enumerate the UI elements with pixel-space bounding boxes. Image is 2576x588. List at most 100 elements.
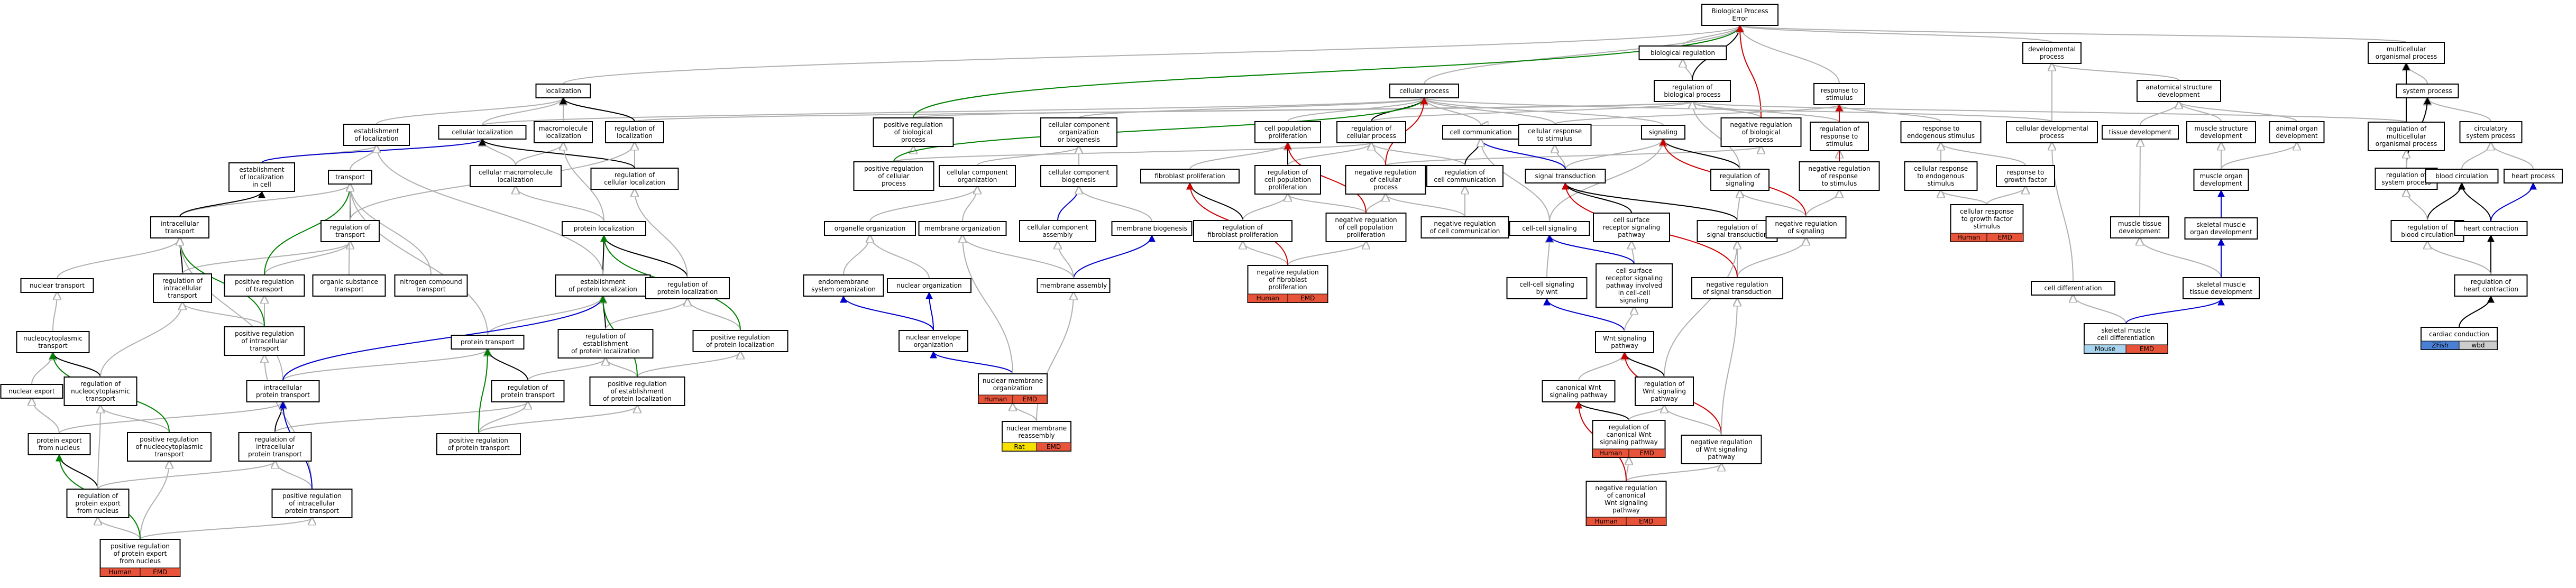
go-term-node-membraneorg[interactable]: membrane organization [918, 221, 1007, 236]
go-term-node-cellloc[interactable]: cellular localization [438, 125, 527, 140]
go-term-node-biolreg[interactable]: biological regulation [1638, 45, 1727, 60]
go-term-node-nuclearorg[interactable]: nuclear organization [887, 278, 971, 293]
go-term-node-heartcontr[interactable]: heart contraction [2454, 221, 2528, 236]
go-term-node-nucleartransport[interactable]: nuclear transport [20, 278, 94, 293]
go-term-node-signaling[interactable]: signaling [1641, 125, 1685, 140]
go-term-node-sigtrans[interactable]: signal transduction [1525, 169, 1606, 183]
go-term-node-cellproc[interactable]: cellular process [1389, 84, 1459, 98]
go-term-node-membraneassembly[interactable]: membrane assembly [1037, 278, 1111, 293]
go-term-node-localization[interactable]: localization [535, 84, 591, 98]
go-term-node-membranebio[interactable]: membrane biogenesis [1111, 221, 1193, 236]
go-term-node-cellcomm[interactable]: cell communication [1442, 125, 1519, 140]
go-term-node-tissuedev[interactable]: tissue development [2102, 125, 2179, 140]
go-term-node-protloc[interactable]: protein localization [562, 221, 646, 236]
go-term-node-bloodcirc[interactable]: blood circulation [2425, 169, 2499, 183]
go-term-node-nuclearexport[interactable]: nuclear export [0, 384, 63, 399]
go-term-node-organellorg[interactable]: organelle organization [824, 221, 916, 236]
go-term-node-heartproc[interactable]: heart process [2504, 169, 2563, 183]
go-term-node-celldiff[interactable]: cell differentiation [2031, 281, 2115, 296]
go-term-node-fibroprol[interactable]: fibroblast proliferation [1140, 169, 1240, 183]
go-term-node-sysproc[interactable]: system process [2396, 84, 2459, 98]
go-term-node-proteintransport[interactable]: protein transport [451, 335, 525, 350]
